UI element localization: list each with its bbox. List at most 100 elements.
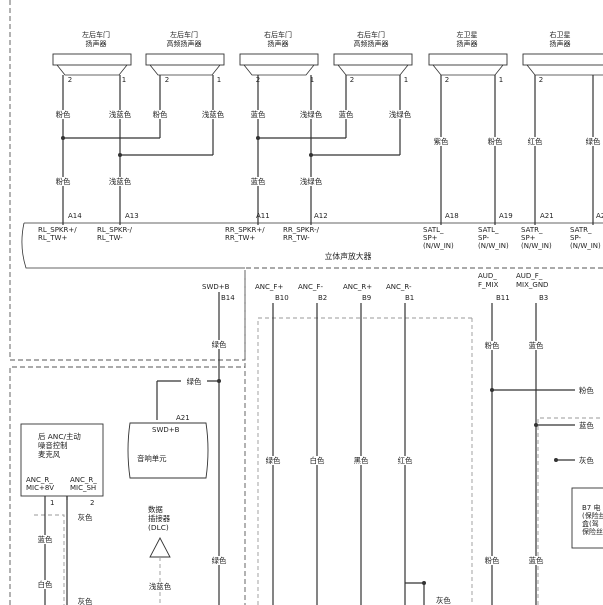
pin-label: 1 xyxy=(404,76,408,84)
amp-pin-label: A19 xyxy=(499,212,513,220)
speaker-rr-line1: 右后车门 xyxy=(264,30,292,39)
speaker-rr-tw: 右后车门 高频扬声器 2 1 xyxy=(333,30,413,84)
dlc-connector: 数据 插接器 (DLC) 浅蓝色 xyxy=(144,505,176,605)
mic-name: 麦克风 xyxy=(38,450,61,459)
amp-lower-signals: SWD+B B14 ANC_F+ B10 ANC_F- B2 ANC_R+ B9… xyxy=(202,272,548,302)
pin-label: 2 xyxy=(445,76,449,84)
amp-signal: SATL_ xyxy=(423,226,444,234)
wire-color-labels-top: 粉色 浅蓝色 粉色 浅蓝色 蓝色 浅绿色 蓝色 浅绿色 紫色 粉色 红色 绿色 … xyxy=(49,110,603,186)
wire-color-label: 白色 xyxy=(38,580,53,589)
dlc-triangle-icon xyxy=(149,537,171,558)
audio-unit: A21 SWD+B 音响单元 xyxy=(127,414,209,479)
mic-signal: MIC_SH xyxy=(70,484,96,492)
amp-signal: SATL_ xyxy=(478,226,499,234)
amp-signal: SP- xyxy=(478,234,490,242)
wire-color-label: 蓝色 xyxy=(579,421,594,430)
pin-label: 1 xyxy=(122,76,126,84)
speaker-satr-cone xyxy=(526,64,603,76)
speaker-rl-tw-icon xyxy=(145,53,225,66)
mic-pin: 1 xyxy=(50,499,54,507)
wire-color-label: 蓝色 xyxy=(339,110,354,119)
dlc-label: (DLC) xyxy=(148,523,169,532)
speaker-rr-icon xyxy=(239,53,319,66)
wire-color-label: 灰色 xyxy=(78,597,93,605)
wire-color-label: 绿色 xyxy=(187,377,202,386)
wire-color-label: 粉色 xyxy=(485,556,500,565)
amp-lower-signal: SWD+B xyxy=(202,283,230,291)
mic-signal: ANC_R_ xyxy=(26,476,53,484)
lower-frame-border xyxy=(9,366,245,605)
amp-pin-label: A11 xyxy=(256,212,270,220)
wire-color-label: 红色 xyxy=(528,137,543,146)
speaker-satl-cone xyxy=(432,64,504,76)
aud-pin: B11 xyxy=(496,294,510,302)
swd-wires: 绿色 绿色 绿色 xyxy=(156,292,233,605)
speaker-rl-tw-line1: 左后车门 xyxy=(170,30,198,39)
wire-color-label: 蓝色 xyxy=(251,177,266,186)
speaker-satl-line1: 左卫星 xyxy=(457,30,478,39)
mic-signal: MIC+8V xyxy=(26,484,54,492)
amp-pin-label: A13 xyxy=(125,212,139,220)
wire-color-label: 绿色 xyxy=(266,456,281,465)
speaker-rr-tw-line1: 右后车门 xyxy=(357,30,385,39)
amp-signal: RL_TW- xyxy=(97,234,123,242)
wire-color-label: 浅绿色 xyxy=(300,177,323,186)
amp-signal: RR_TW+ xyxy=(225,234,255,242)
wire-color-label: 粉色 xyxy=(488,137,503,146)
wire-color-label: 蓝色 xyxy=(529,341,544,350)
speaker-rl-tw-cone xyxy=(149,64,221,76)
amp-signal: (N/W_IN) xyxy=(423,242,454,250)
amp-signal: SP+ xyxy=(521,234,536,242)
amp-signal-names: RL_SPKR+/ RL_TW+ RL_SPKR-/ RL_TW- RR_SPK… xyxy=(38,226,601,250)
wire-color-label: 绿色 xyxy=(212,556,227,565)
wire-color-label: 粉色 xyxy=(56,110,71,119)
aud-wires: 粉色 蓝色 粉色 蓝色 粉色 蓝色 灰色 xyxy=(478,303,603,605)
amp-pin-label: A21 xyxy=(540,212,554,220)
rear-anc-microphone: 后 ANC/主动 噪音控制 麦克风 ANC_R_ MIC+8V ANC_R_ M… xyxy=(20,423,104,605)
speaker-satl: 左卫星 扬声器 2 1 xyxy=(428,30,508,84)
pin-label: 1 xyxy=(217,76,221,84)
amp-signal: SATR_ xyxy=(570,226,592,234)
fuse-box-label: 盒(驾 xyxy=(582,519,599,528)
fuse-box-label: (保险丝 xyxy=(582,511,603,520)
aud-signal: F_MIX xyxy=(478,281,499,289)
speaker-rr-tw-icon xyxy=(333,53,413,66)
speaker-rr-tw-cone xyxy=(337,64,409,76)
pin-label: 2 xyxy=(539,76,543,84)
wire-color-label: 粉色 xyxy=(153,110,168,119)
speaker-rl: 左后车门 扬声器 2 1 xyxy=(52,30,132,84)
amp-signal: SP- xyxy=(570,234,582,242)
speaker-rl-line2: 扬声器 xyxy=(86,39,107,48)
amp-pin-label: A12 xyxy=(314,212,328,220)
anc-zone-border xyxy=(257,317,472,605)
speaker-rl-tw-line2: 高频扬声器 xyxy=(167,39,202,48)
wire-color-label: 粉色 xyxy=(56,177,71,186)
dlc-label: 插接器 xyxy=(148,514,171,523)
speaker-rl-tw: 左后车门 高频扬声器 2 1 xyxy=(145,30,225,84)
mic-pin: 2 xyxy=(90,499,94,507)
amp-lower-signal: ANC_F- xyxy=(298,283,323,291)
wire-color-label: 浅绿色 xyxy=(300,110,323,119)
amp-lower-pin: B9 xyxy=(362,294,371,302)
speaker-rr: 右后车门 扬声器 2 1 xyxy=(239,30,319,84)
amp-lower-signal: ANC_R- xyxy=(386,283,412,291)
wire-color-label: 浅绿色 xyxy=(389,110,412,119)
mic-name: 噪音控制 xyxy=(38,441,68,450)
pin-label: 1 xyxy=(310,76,314,84)
aud-signal: AUD_ xyxy=(478,272,497,280)
wire-color-label: 红色 xyxy=(398,456,413,465)
amp-signal: (N/W_IN) xyxy=(521,242,552,250)
wire-color-label: 粉色 xyxy=(485,341,500,350)
aud-signal: AUD_F_ xyxy=(516,272,543,280)
audio-unit-name: 音响单元 xyxy=(137,454,167,463)
speaker-rr-tw-line2: 高频扬声器 xyxy=(354,39,389,48)
amp-signal: RR_SPKR-/ xyxy=(283,226,320,234)
mic-name: 后 ANC/主动 xyxy=(38,432,81,441)
speaker-satr-line2: 扬声器 xyxy=(550,39,571,48)
amp-lower-pin: B2 xyxy=(318,294,327,302)
fuse-box-label: 保险丝 xyxy=(582,527,603,536)
speaker-rr-line2: 扬声器 xyxy=(268,39,289,48)
speaker-rl-line1: 左后车门 xyxy=(82,30,110,39)
amplifier-title: 立体声放大器 xyxy=(325,251,372,261)
amp-lower-pin: B1 xyxy=(405,294,414,302)
